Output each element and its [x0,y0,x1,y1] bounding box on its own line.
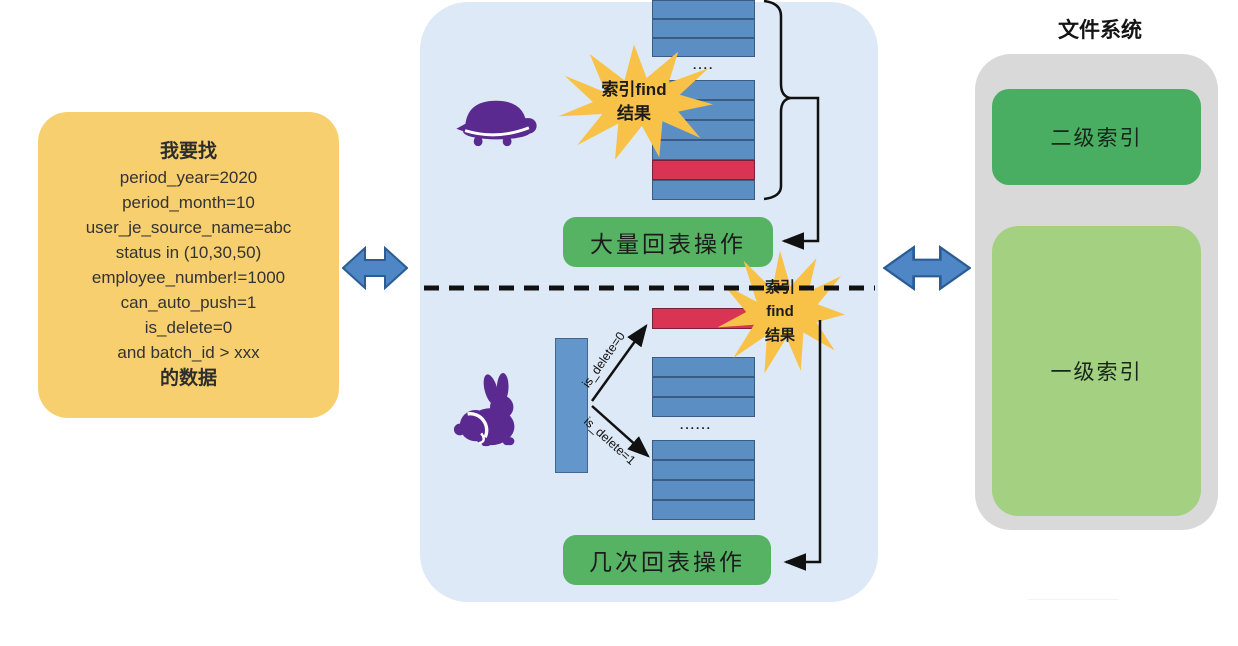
starburst-icon [717,250,845,374]
query-condition: can_auto_push=1 [120,293,257,312]
rabbit-icon [453,373,515,447]
query-condition: period_month=10 [122,193,255,212]
table-row [652,377,755,397]
turtle-icon [456,100,537,147]
table-row [652,0,755,19]
table-row [652,397,755,417]
callout-line: 索引find [601,80,667,99]
query-title: 我要找 [159,141,217,162]
callout-line: 索引 [764,279,795,296]
watermark: ————————————— [1028,596,1119,603]
table-row [652,180,755,200]
query-condition: period_year=2020 [119,168,258,187]
table-row [652,500,755,520]
index-table-branch-top [652,357,755,417]
double-arrow-icon [342,245,408,291]
few-lookups-button: 几次回表操作 [563,535,771,585]
ellipsis-dots: .... [693,58,715,72]
query-footer: 的数据 [159,368,217,389]
query-condition: user_je_source_name=abc [85,218,292,237]
query-condition: employee_number!=1000 [91,268,286,287]
matched-row [652,160,755,180]
callout-line: 结果 [617,104,651,123]
table-row [652,480,755,500]
table-row [652,140,755,160]
callout-line: find [766,303,794,320]
table-row [652,460,755,480]
file-system-title: 文件系统 [1058,19,1142,42]
starburst-icon [558,44,713,160]
query-condition: status in (10,30,50) [115,243,262,262]
index-find-callout: 索引find 结果 [572,78,696,126]
ellipsis-dots: ...... [680,418,713,432]
index-table-branch-bottom [652,440,755,520]
many-lookups-button: 大量回表操作 [563,217,773,267]
query-condition: is_delete=0 [144,318,233,337]
table-row [652,440,755,460]
table-row [652,357,755,377]
primary-index-box: 一级索引 [992,226,1201,516]
query-box: 我要找 period_year=2020 period_month=10 use… [38,112,339,418]
table-row [652,19,755,38]
secondary-index-box: 二级索引 [992,89,1201,185]
double-arrow-icon [883,244,971,292]
callout-line: 结果 [764,327,795,344]
query-condition: and batch_id > xxx [117,343,260,362]
index-node-bar [555,338,588,473]
index-find-callout: 索引 find 结果 [730,276,830,348]
